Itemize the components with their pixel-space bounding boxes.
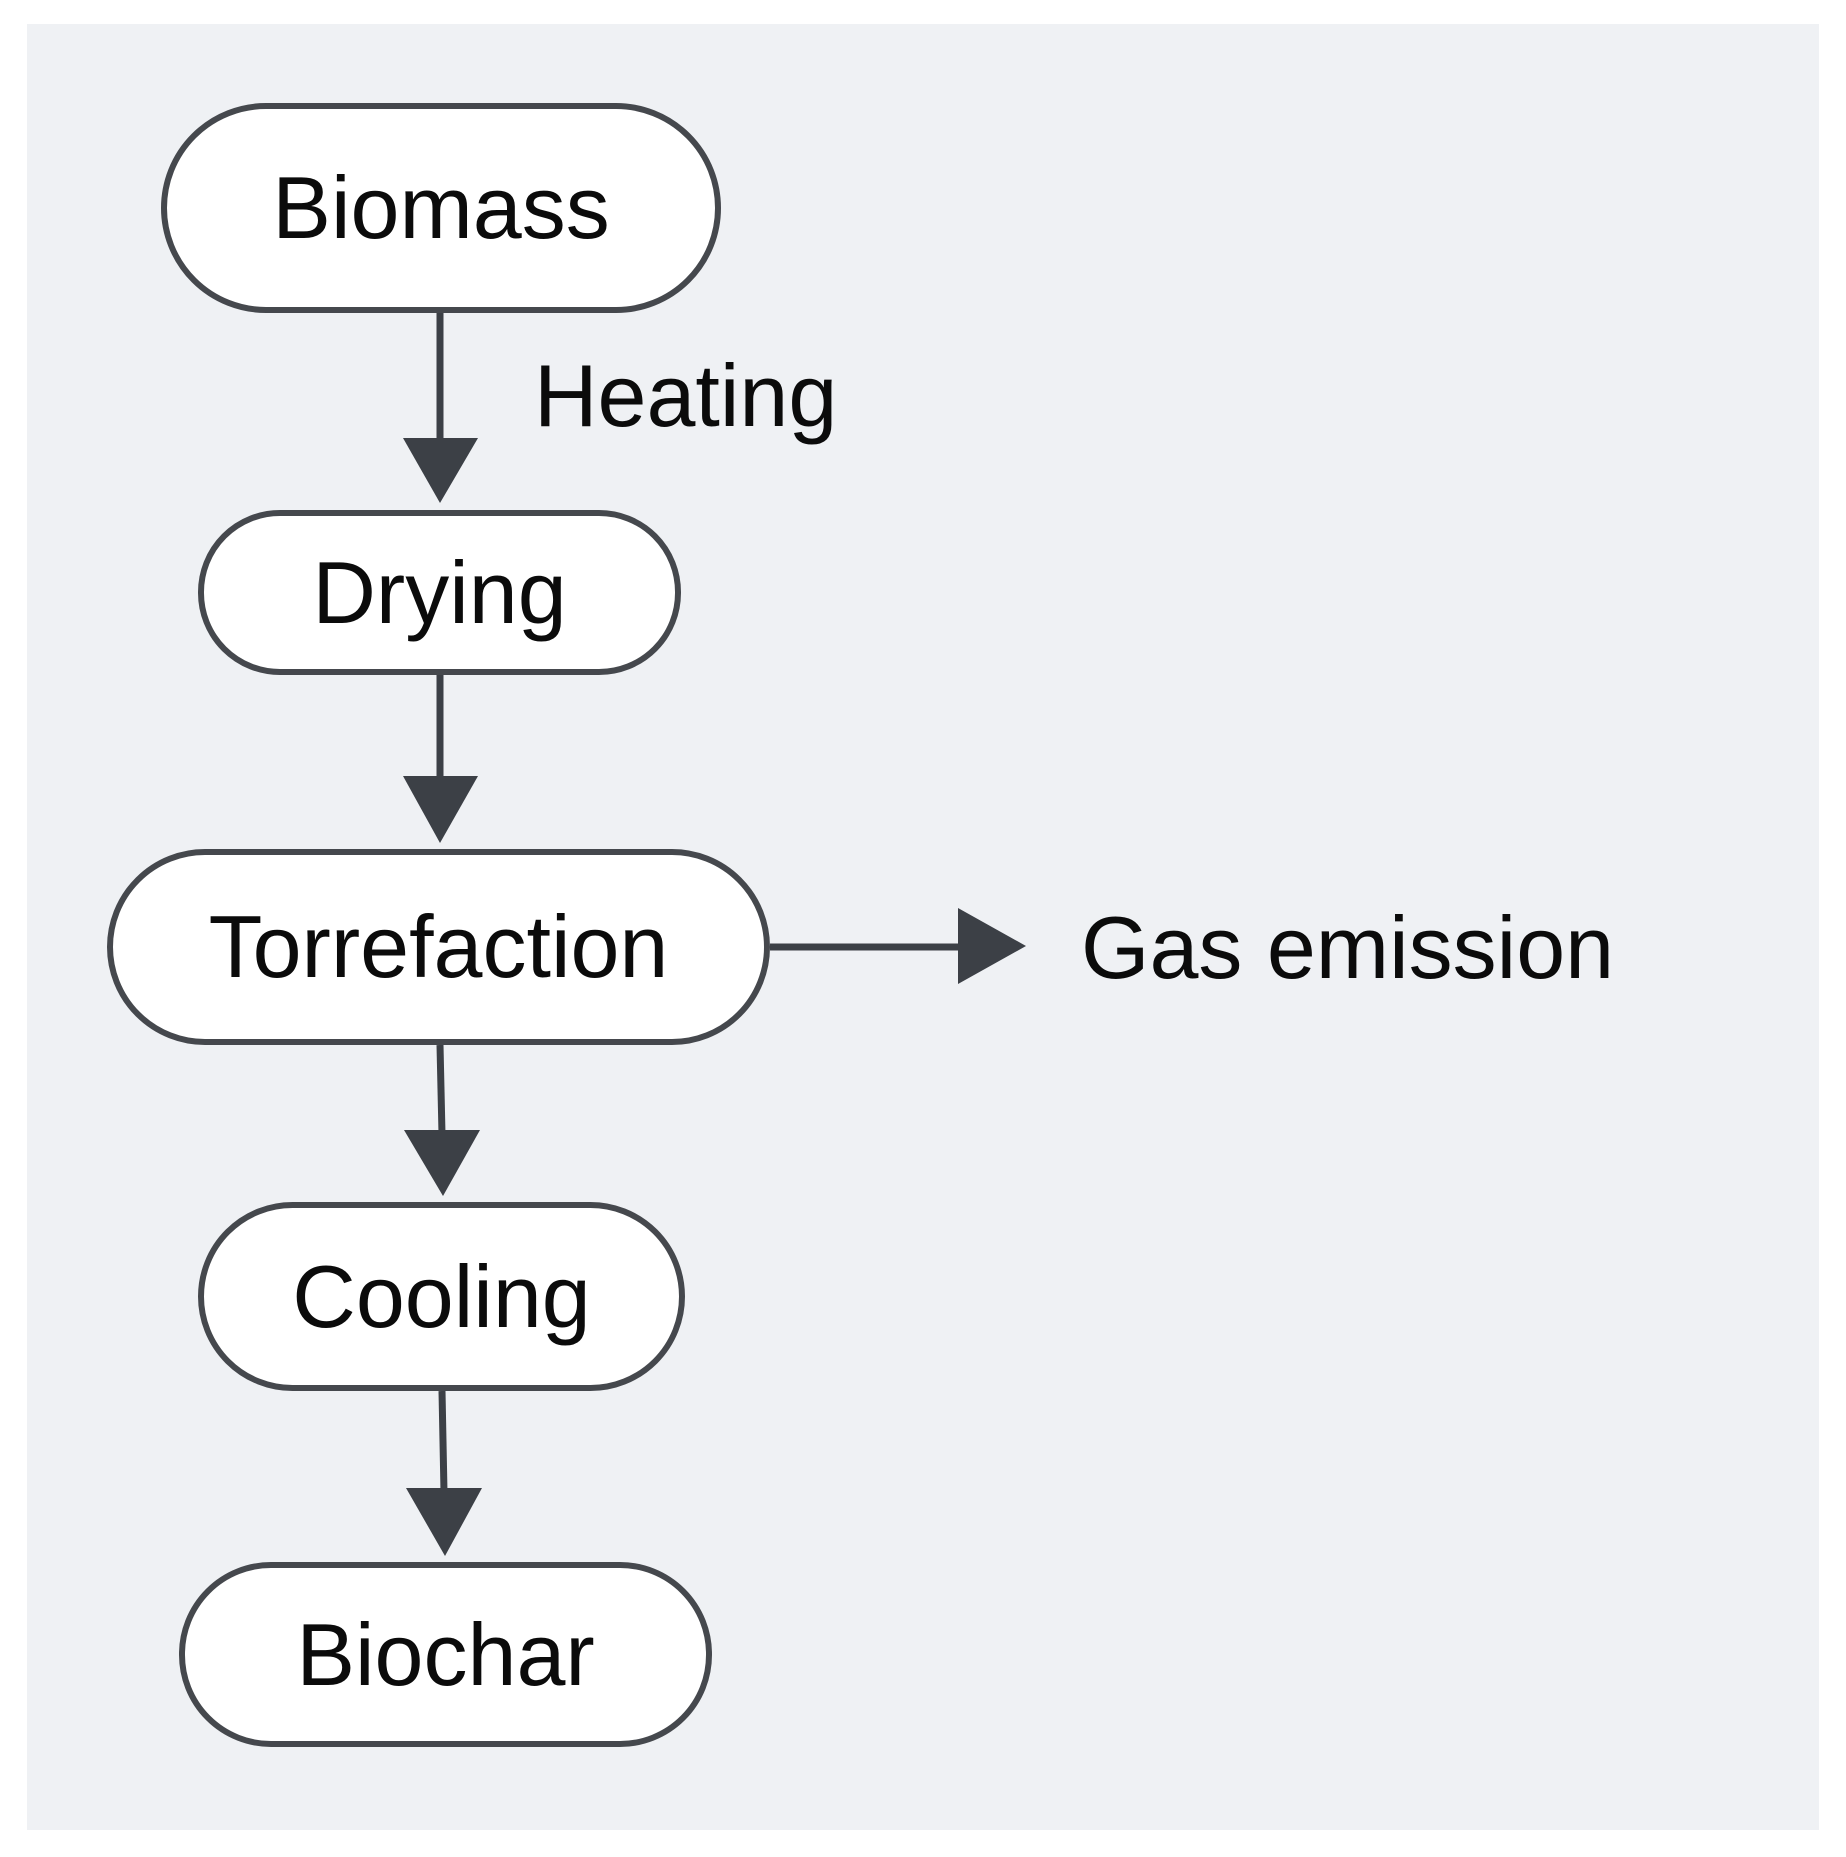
arrow-torrefaction-to-cooling <box>436 1044 446 1135</box>
node-cooling: Cooling <box>198 1202 685 1391</box>
node-biochar-label: Biochar <box>296 1604 595 1704</box>
node-torrefaction-label: Torrefaction <box>208 897 669 996</box>
node-cooling-label: Cooling <box>292 1246 591 1346</box>
arrow-cooling-to-biochar <box>438 1390 448 1493</box>
output-label-gas-emission: Gas emission <box>1081 898 1615 997</box>
node-drying: Drying <box>198 510 681 675</box>
node-drying-label: Drying <box>312 542 567 642</box>
arrowhead-cooling-to-biochar <box>406 1488 482 1556</box>
node-biochar: Biochar <box>179 1562 712 1747</box>
node-biomass: Biomass <box>161 103 721 313</box>
arrowhead-torrefaction-to-gas-emission <box>958 908 1026 984</box>
arrowhead-biomass-to-drying <box>403 438 478 503</box>
node-torrefaction: Torrefaction <box>107 849 770 1045</box>
arrowhead-drying-to-torrefaction <box>403 776 478 843</box>
arrowhead-torrefaction-to-cooling <box>404 1130 480 1196</box>
node-biomass-label: Biomass <box>272 158 610 257</box>
edge-label-heating: Heating <box>534 346 838 445</box>
